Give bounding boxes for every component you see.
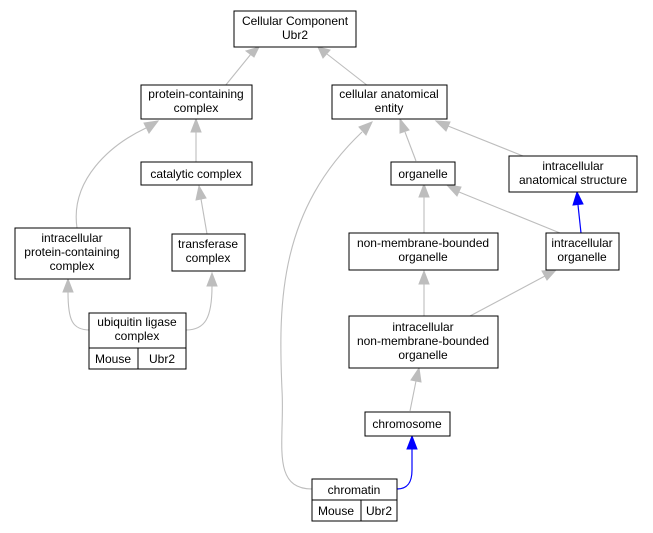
node-label-line: catalytic complex — [150, 167, 241, 181]
edge-arrowhead — [358, 121, 373, 136]
node-label-line: complex — [50, 259, 95, 273]
node-intracellular-organelle[interactable]: intracellular organelle — [545, 232, 620, 271]
node-label-line: organelle — [398, 250, 448, 264]
edge-intracellular-organelle-to-structure — [577, 204, 582, 234]
edge-arrowhead — [418, 269, 430, 285]
node-cellular-anatomical-entity[interactable]: cellular anatomical entity — [331, 84, 448, 120]
node-label-line: cellular anatomical — [339, 87, 438, 101]
edge-transferase-to-catalytic — [200, 198, 208, 235]
node-label-line: intracellular — [41, 231, 102, 245]
node-label-line: organelle — [398, 167, 448, 181]
node-label-line: anatomical structure — [519, 173, 627, 187]
gene-cell: Ubr2 — [137, 347, 187, 370]
edge-arrowhead — [206, 271, 218, 287]
edge-arrowhead — [434, 120, 451, 132]
node-label-line: entity — [375, 101, 404, 115]
gene-cell: Ubr2 — [360, 499, 398, 522]
edge-arrowhead — [572, 190, 584, 206]
node-label-line: complex — [174, 101, 219, 115]
node-label-line: intracellular — [542, 159, 603, 173]
node-label-line: Ubr2 — [282, 28, 308, 42]
node-label-line: ubiquitin ligase — [97, 315, 177, 329]
edge-arrowhead — [190, 117, 202, 133]
node-label-line: chromatin — [328, 483, 381, 497]
edge-arrowhead — [143, 120, 160, 134]
node-label-line: non-membrane-bounded — [357, 334, 489, 348]
edge-arrowhead — [445, 184, 462, 197]
edge-arrowhead — [244, 46, 260, 58]
edge-arrowhead — [418, 182, 430, 198]
edge-chromosome-to-inm — [409, 380, 417, 412]
edges — [62, 46, 584, 490]
edge-anatomical-entity-to-root — [326, 53, 369, 87]
edge-structure-to-anatomical — [447, 125, 524, 157]
node-label-line: protein-containing — [24, 245, 119, 259]
edge-ubiquitin-to-transferase — [185, 285, 213, 331]
organism-cell: Mouse — [88, 347, 139, 370]
edge-protein-complex-to-root — [224, 53, 252, 87]
edge-arrowhead — [541, 269, 558, 281]
node-label-line: organelle — [557, 250, 607, 264]
edge-arrowhead — [62, 277, 74, 293]
edge-arrowhead — [406, 434, 418, 450]
edge-arrowhead — [317, 46, 331, 59]
organism-cell: Mouse — [311, 499, 362, 522]
organism-cell-label: Mouse — [318, 504, 354, 518]
node-ubiquitin-ligase-complex[interactable]: ubiquitin ligase complex Mouse Ubr2 — [88, 312, 187, 370]
node-label-line: Cellular Component — [242, 14, 349, 28]
edge-chromatin-to-chromosome — [396, 449, 413, 490]
node-label-line: transferase — [178, 237, 238, 251]
gene-cell-label: Ubr2 — [149, 352, 175, 366]
edge-intracellular-protein-to-protein — [75, 127, 147, 229]
node-intracellular-protein-containing-complex[interactable]: intracellular protein-containing complex — [14, 227, 131, 280]
edge-organelle-to-anatomical — [404, 131, 417, 162]
edge-inm-to-intracellular-organelle — [469, 275, 546, 317]
node-intracellular-non-membrane-bounded-organelle[interactable]: intracellular non-membrane-bounded organ… — [348, 315, 499, 369]
edge-arrowhead — [195, 184, 207, 201]
edge-arrowhead — [410, 366, 422, 383]
node-label-line: intracellular — [392, 320, 453, 334]
node-non-membrane-bounded-organelle[interactable]: non-membrane-bounded organelle — [348, 232, 499, 271]
node-label-line: organelle — [398, 348, 448, 362]
node-label-line: intracellular — [551, 236, 612, 250]
edge-chromatin-to-anatomical — [280, 131, 363, 490]
node-cellular-component-root[interactable]: Cellular Component Ubr2 — [233, 10, 357, 48]
node-catalytic-complex[interactable]: catalytic complex — [140, 161, 253, 186]
node-label-line: non-membrane-bounded — [357, 236, 489, 250]
edge-intracellular-organelle-to-organelle — [458, 191, 561, 234]
node-label-line: complex — [186, 251, 231, 265]
edge-arrowhead — [399, 117, 410, 134]
organism-cell-label: Mouse — [95, 352, 131, 366]
edge-ubiquitin-to-intracellular-protein — [67, 291, 91, 331]
node-chromatin[interactable]: chromatin Mouse Ubr2 — [311, 478, 398, 522]
gene-cell-label: Ubr2 — [366, 504, 392, 518]
node-label-line: complex — [115, 329, 160, 343]
node-label-line: protein-containing — [148, 87, 243, 101]
node-intracellular-anatomical-structure[interactable]: intracellular anatomical structure — [508, 155, 638, 193]
node-protein-containing-complex[interactable]: protein-containing complex — [140, 84, 253, 120]
node-transferase-complex[interactable]: transferase complex — [171, 233, 246, 272]
node-chromosome[interactable]: chromosome — [364, 411, 451, 437]
node-label-line: chromosome — [372, 417, 442, 431]
node-organelle[interactable]: organelle — [390, 161, 456, 186]
